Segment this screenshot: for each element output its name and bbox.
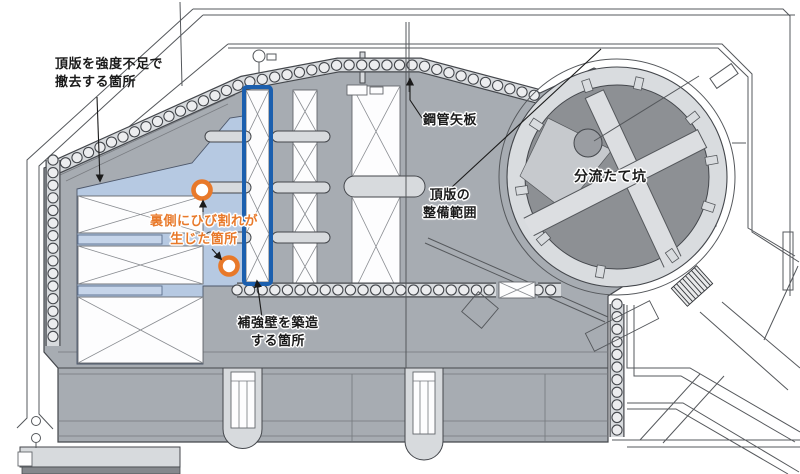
label-line: 頂版を強度不足で: [55, 57, 164, 72]
diversion-shaft: [461, 58, 736, 352]
steel-pipe-row-bottom: [237, 281, 561, 299]
corner-details: [17, 416, 181, 474]
label-line: 補強壁を築造: [237, 316, 319, 331]
beam: [77, 285, 163, 296]
strut-large: [343, 175, 426, 198]
corner-diamond-detail: [709, 62, 739, 90]
label-crack-location: 裏側にひび割れが 生じた箇所: [138, 213, 270, 248]
leader-maintenance-area: [451, 48, 602, 188]
label-reinforcement-wall: 補強壁を築造 する箇所: [228, 315, 328, 350]
strut: [204, 130, 252, 143]
label-line: 整備範囲: [422, 205, 477, 221]
label-line: 頂版の: [429, 188, 471, 203]
leader-crack-2: [211, 248, 223, 261]
crack-markers: [191, 179, 240, 277]
label-top-slab-removal: 頂版を強度不足で 撤去する箇所: [55, 56, 163, 91]
label-line: 撤去する箇所: [55, 74, 137, 90]
detail-rect: [584, 300, 660, 352]
label-diversion-shaft: 分流たて坑: [574, 169, 647, 187]
leader-steel-pipe: [405, 77, 425, 122]
stairs-hatch: [670, 265, 714, 307]
strut: [271, 130, 331, 143]
leader-top-slab-removal: [95, 96, 104, 183]
leader-lines: [95, 48, 602, 319]
shaft-inner-opening: [573, 128, 603, 158]
label-line: 裏側にひび割れが: [149, 214, 258, 229]
floor-openings: [77, 195, 204, 364]
crack-marker-circle: [191, 179, 213, 201]
label-steel-pipe-sheet-pile: 鋼管矢板: [423, 112, 477, 130]
shaft-ring-notches: [514, 76, 719, 279]
strut: [271, 231, 331, 244]
label-line: 分流たて坑: [574, 169, 647, 185]
label-line: 鋼管矢板: [423, 113, 478, 128]
strut: [271, 181, 331, 194]
label-maintenance-area: 頂版の 整備範囲: [412, 187, 488, 222]
culvert-gates: [222, 367, 444, 461]
crack-marker-circle: [218, 255, 240, 277]
beam: [77, 234, 163, 245]
label-line: 生じた箇所: [170, 231, 238, 247]
detail-diamond: [461, 291, 499, 329]
strut: [204, 231, 252, 244]
leader-reinforcement-wall: [253, 279, 263, 319]
label-line: する箇所: [250, 333, 305, 349]
interior-walls: [204, 84, 426, 297]
road-lines: [16, 1, 800, 474]
